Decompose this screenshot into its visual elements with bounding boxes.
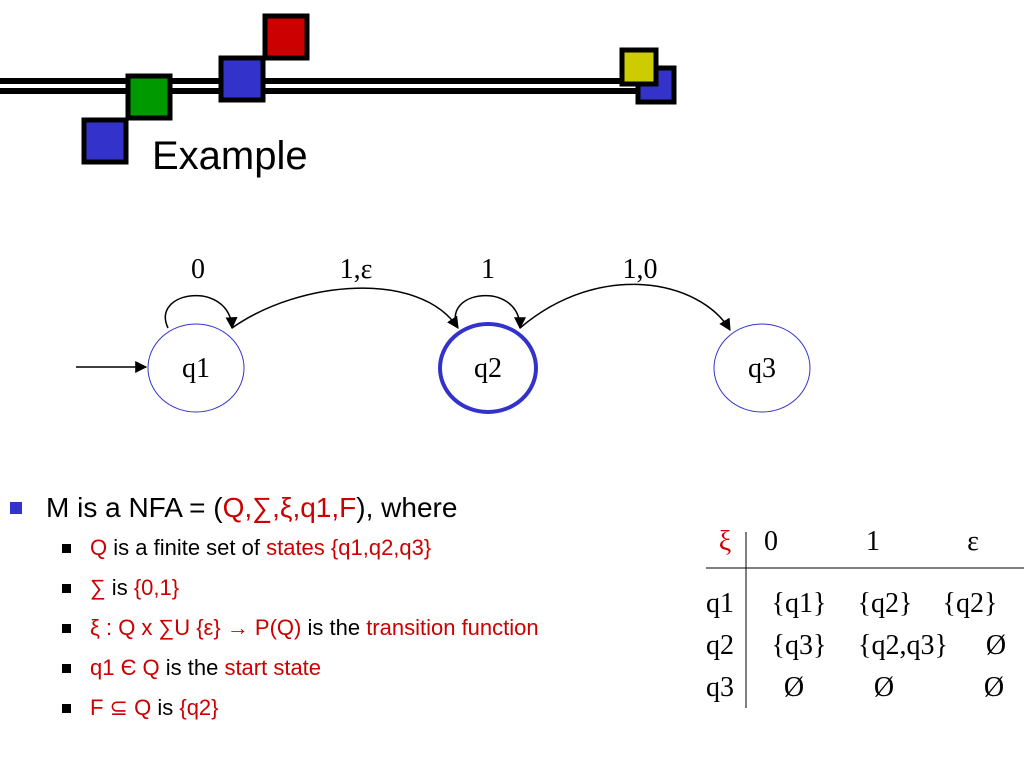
- table-cell: {q2,q3}: [858, 630, 948, 661]
- table-cell: {q2}: [942, 588, 998, 619]
- yellow-square: [619, 47, 659, 87]
- nfa-diagram: 0 1,ε 1 1,0 q1 q2 q3: [76, 254, 811, 414]
- table-cell: {q3}: [771, 630, 827, 661]
- bullet-square-icon: [62, 704, 71, 713]
- blue-square-top: [218, 55, 266, 103]
- state-label-q1: q1: [182, 353, 210, 384]
- transition-q1-q2: [231, 287, 459, 330]
- bullet-main-tuple: Q,∑,ξ,q1,F: [222, 492, 357, 523]
- slide-title: Example: [152, 134, 308, 178]
- table-row-q2-state: q2: [706, 630, 734, 661]
- bullet-item-states: Q is a finite set of states {q1,q2,q3}: [10, 528, 700, 568]
- bullet-square-icon: [62, 664, 71, 673]
- transition-q1-q1: [164, 295, 238, 330]
- transition-label-q2-q3: 1,0: [623, 254, 658, 285]
- table-cell: Ø: [873, 672, 895, 703]
- bullet-square-icon: [62, 544, 71, 553]
- bullet-square-icon: [62, 584, 71, 593]
- table-rules: [706, 532, 1024, 708]
- bullet-square-icon: [62, 624, 71, 633]
- green-square: [125, 73, 173, 121]
- state-label-q3: q3: [748, 353, 776, 384]
- table-row-q1-state: q1: [706, 588, 734, 619]
- red-square: [262, 13, 310, 61]
- table-cell: {q1}: [771, 588, 827, 619]
- transition-label-q1-q1: 0: [191, 254, 205, 285]
- table-header-0: 0: [764, 526, 778, 557]
- table-header-eps: ε: [967, 526, 979, 557]
- table-row-q3-state: q3: [706, 672, 734, 703]
- state-q1: q1: [147, 323, 245, 413]
- table-header-1: 1: [866, 526, 880, 557]
- state-label-q2: q2: [474, 353, 502, 384]
- blue-square-left: [81, 117, 129, 165]
- table-cell: Ø: [983, 672, 1005, 703]
- bullet-square-icon: [10, 502, 22, 514]
- transition-q2-q2: [454, 295, 526, 330]
- bullet-item-start: q1 Є Q is the start state: [10, 648, 700, 688]
- bullet-main: M is a NFA = (Q,∑,ξ,q1,F), where: [10, 488, 700, 528]
- transition-table: ξ 0 1 ε q1 {q1} {q2} {q2} q2 {q3} {q2,q3…: [696, 524, 1024, 720]
- bullet-item-alphabet: ∑ is {0,1}: [10, 568, 700, 608]
- header-rule: [0, 78, 666, 94]
- bullet-main-pre: M is a NFA = (: [46, 492, 223, 523]
- bullet-main-post: ), where: [356, 492, 458, 523]
- table-cell: Ø: [985, 630, 1007, 661]
- bullet-item-final: F ⊆ Q is {q2}: [10, 688, 700, 728]
- state-q3: q3: [713, 323, 811, 413]
- table-symbol: ξ: [718, 526, 732, 557]
- header-decoration: [0, 13, 677, 165]
- table-cell: {q2}: [857, 588, 913, 619]
- transition-q2-q3: [519, 283, 731, 332]
- definition-list: M is a NFA = (Q,∑,ξ,q1,F), where Q is a …: [10, 488, 700, 728]
- bullet-item-transition: ξ : Q x ∑U {ε} → P(Q) is the transition …: [10, 608, 700, 648]
- transition-label-q1-q2: 1,ε: [340, 254, 373, 285]
- table-cell: Ø: [783, 672, 805, 703]
- transition-label-q2-q2: 1: [481, 254, 495, 285]
- state-q2: q2: [438, 322, 538, 414]
